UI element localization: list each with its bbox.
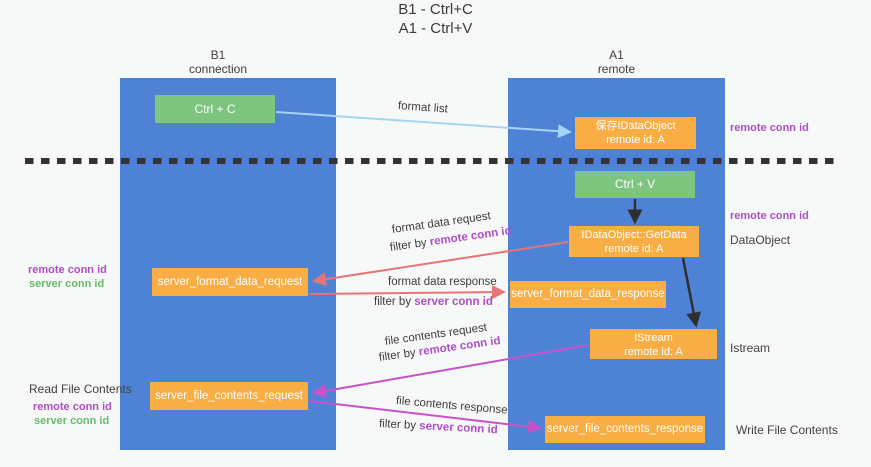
diagram-title: B1 - Ctrl+C A1 - Ctrl+V — [0, 0, 871, 38]
diagram-title-line2: A1 - Ctrl+V — [398, 20, 473, 37]
left-remote-conn-id-top: remote conn id — [28, 264, 107, 276]
left-server-conn-id-bottom: server conn id — [34, 415, 110, 427]
ctrl-v-box: Ctrl + V — [575, 171, 695, 198]
server-format-data-request-box: server_format_data_request — [152, 268, 308, 296]
format-data-response-arrow — [309, 285, 506, 300]
write-file-contents-label: Write File Contents — [736, 423, 838, 437]
filter-prefix: filter by — [378, 418, 420, 433]
left-remote-conn-id-bottom: remote conn id — [33, 401, 112, 413]
file-contents-response-label: file contents response — [395, 395, 508, 417]
file-contents-response-filter: filter by server conn id — [379, 418, 498, 436]
server-format-data-response-box: server_format_data_response — [510, 281, 666, 308]
filter-key-server-conn-id: server conn id — [418, 420, 499, 437]
ctrl-c-label: Ctrl + C — [194, 102, 236, 116]
istream-box: IStream remote id: A — [590, 329, 717, 359]
getdata-remote-id: remote id: A — [604, 243, 664, 255]
column-a1-role: remote — [597, 62, 636, 76]
right-remote-conn-id-mid: remote conn id — [730, 210, 809, 222]
getdata-label: IDataObject::GetData — [581, 229, 687, 241]
server-file-contents-response-box: server_file_contents_response — [545, 416, 705, 443]
format-list-label: format list — [397, 100, 449, 116]
save-idataobject-remote-id: remote id: A — [606, 134, 665, 146]
server-file-contents-request-label: server_file_contents_request — [155, 390, 303, 402]
istream-side-label: Istream — [730, 341, 771, 355]
left-server-conn-id-top: server conn id — [29, 278, 105, 290]
ctrl-c-box: Ctrl + C — [155, 95, 275, 123]
istream-label: IStream — [634, 332, 673, 344]
column-b1-name: B1 — [210, 48, 226, 62]
server-file-contents-response-label: server_file_contents_response — [546, 423, 704, 435]
ctrl-v-label: Ctrl + V — [614, 177, 656, 191]
server-format-data-request-label: server_format_data_request — [157, 276, 303, 288]
filter-prefix: filter by — [378, 346, 420, 364]
filter-prefix: filter by — [374, 296, 415, 308]
istream-remote-id: remote id: A — [624, 346, 683, 358]
column-a1-name: A1 — [609, 48, 624, 62]
dataobject-label: DataObject — [730, 233, 791, 247]
format-data-response-label: format data response — [388, 276, 497, 288]
server-format-data-response-label: server_format_data_response — [511, 288, 665, 300]
format-data-response-filter: filter by server conn id — [374, 296, 493, 308]
save-idataobject-box: 保存IDataObject remote id: A — [575, 117, 696, 149]
diagram-title-line1: B1 - Ctrl+C — [398, 1, 473, 18]
column-header-a1: A1 remote — [508, 48, 725, 76]
right-remote-conn-id-top: remote conn id — [730, 122, 809, 134]
getdata-box: IDataObject::GetData remote id: A — [569, 226, 699, 257]
column-header-b1: B1 connection — [112, 48, 324, 76]
filter-prefix: filter by — [389, 236, 431, 254]
save-idataobject-label: 保存IDataObject — [595, 120, 676, 132]
server-file-contents-request-box: server_file_contents_request — [150, 382, 308, 410]
column-b1-role: connection — [188, 62, 248, 76]
filter-key-server-conn-id: server conn id — [414, 296, 493, 308]
read-file-contents-label: Read File Contents — [29, 382, 132, 396]
